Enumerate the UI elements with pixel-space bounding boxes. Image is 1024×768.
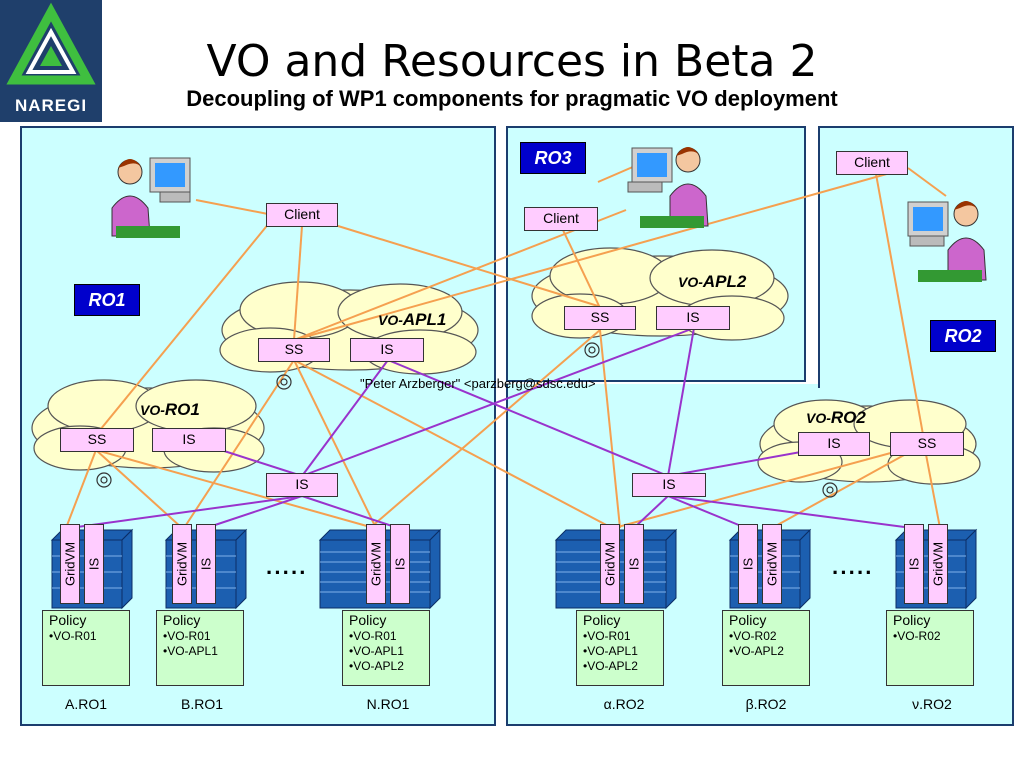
- ss-vo-apl2: SS: [564, 306, 636, 330]
- policy-beta: Policy VO-R02 VO-APL2: [722, 610, 810, 686]
- policy-alpha: Policy VO-R01 VO-APL1 VO-APL2: [576, 610, 664, 686]
- gridvm-n: GridVM: [366, 524, 386, 604]
- ss-vo-apl1: SS: [258, 338, 330, 362]
- is-vo-apl2: IS: [656, 306, 730, 330]
- ro3-label: RO3: [520, 142, 586, 174]
- ss-vo-ro1: SS: [60, 428, 134, 452]
- site-name-a: A.RO1: [64, 696, 107, 712]
- policy-b: Policy VO-R01 VO-APL1: [156, 610, 244, 686]
- gridvm-b: GridVM: [172, 524, 192, 604]
- is-ro2-site: IS: [632, 473, 706, 497]
- policy-a: Policy VO-R01: [42, 610, 130, 686]
- ss-vo-ro2: SS: [890, 432, 964, 456]
- is-nu: IS: [904, 524, 924, 604]
- site-name-nu: ν.RO2: [912, 696, 952, 712]
- site-name-n: N.RO1: [366, 696, 410, 712]
- site-name-alpha: α.RO2: [603, 696, 645, 712]
- gridvm-alpha: GridVM: [600, 524, 620, 604]
- author-annotation: "Peter Arzberger" <parzberg@sdsc.edu>: [360, 376, 596, 391]
- logo-triangle-icon: [6, 2, 96, 85]
- vo-ro2-label: VO-RO2: [806, 408, 866, 427]
- client-ro2: Client: [836, 151, 908, 175]
- ro1-label: RO1: [74, 284, 140, 316]
- naregi-logo: [0, 0, 102, 122]
- gridvm-nu: GridVM: [928, 524, 948, 604]
- site-name-b: B.RO1: [180, 696, 223, 712]
- slide-subtitle: Decoupling of WP1 components for pragmat…: [186, 86, 838, 111]
- policy-nu: Policy VO-R02: [886, 610, 974, 686]
- ellipsis-ro1: ·····: [266, 560, 308, 585]
- user-icon-ro3: [627, 147, 709, 228]
- is-vo-ro1: IS: [152, 428, 226, 452]
- is-vo-apl1: IS: [350, 338, 424, 362]
- is-beta: IS: [738, 524, 758, 604]
- is-vo-ro2: IS: [798, 432, 870, 456]
- user-icon-ro2: [907, 201, 987, 282]
- is-b: IS: [196, 524, 216, 604]
- ro2-label: RO2: [930, 320, 996, 352]
- logo-text: NAREGI: [14, 96, 88, 115]
- gridvm-a: GridVM: [60, 524, 80, 604]
- user-icon-ro1: [111, 157, 191, 238]
- site-name-beta: β.RO2: [745, 696, 787, 712]
- ellipsis-ro2: ·····: [832, 560, 874, 585]
- vo-ro1-label: VO-RO1: [140, 400, 200, 419]
- client-ro1: Client: [266, 203, 338, 227]
- policy-n: Policy VO-R01 VO-APL1 VO-APL2: [342, 610, 430, 686]
- is-ro1-site: IS: [266, 473, 338, 497]
- vo-apl1-label: VO-APL1: [378, 310, 447, 329]
- is-n: IS: [390, 524, 410, 604]
- slide-title: VO and Resources in Beta 2: [206, 36, 818, 87]
- gridvm-beta: GridVM: [762, 524, 782, 604]
- is-alpha: IS: [624, 524, 644, 604]
- is-a: IS: [84, 524, 104, 604]
- client-ro3: Client: [524, 207, 598, 231]
- vo-apl2-label: VO-APL2: [678, 272, 747, 291]
